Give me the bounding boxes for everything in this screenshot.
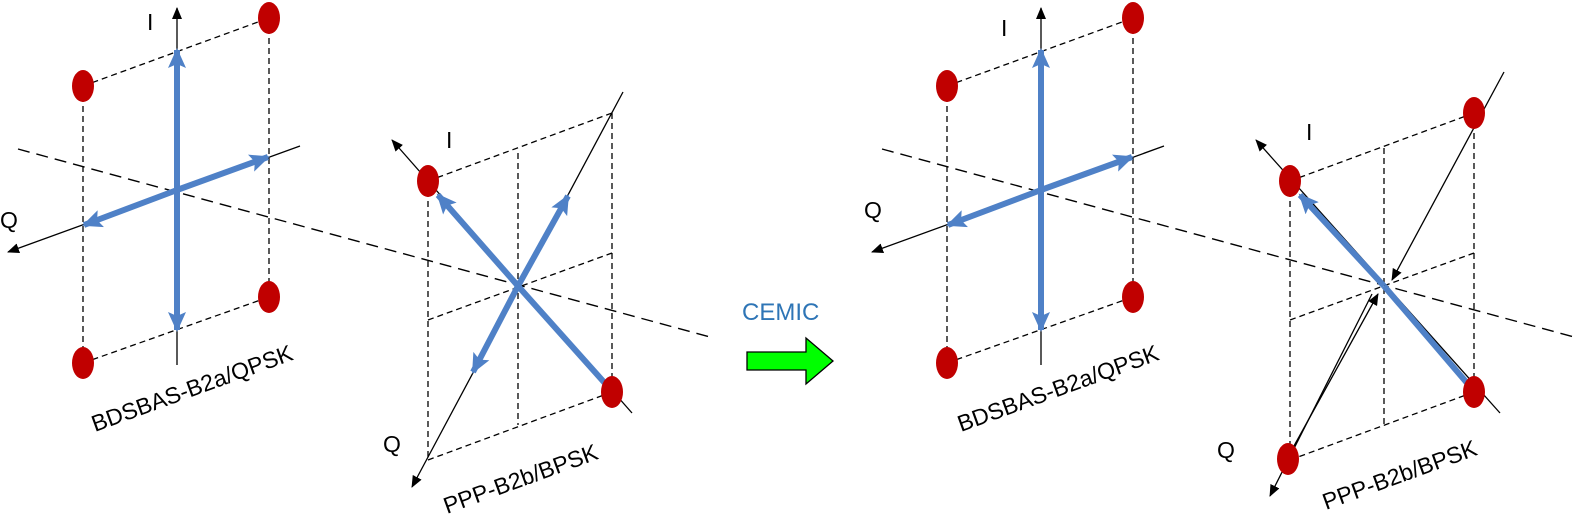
i-axis-label: I — [446, 127, 452, 153]
right-arrow-icon — [746, 336, 835, 386]
constellation-point — [258, 2, 280, 34]
constellation-point — [258, 281, 280, 313]
q-axis-label: Q — [0, 207, 18, 233]
q-axis-label: Q — [1217, 437, 1235, 463]
signal-vector — [470, 284, 521, 374]
q-axis-label: Q — [383, 431, 401, 457]
signal-vector — [82, 187, 179, 228]
constellation-point — [936, 347, 958, 379]
signal-vector — [435, 193, 521, 288]
constellation-point — [1122, 2, 1144, 34]
signal-vector — [515, 284, 614, 392]
constellation-point — [601, 376, 623, 408]
guide-line — [427, 391, 613, 461]
qpsk-constellation: I Q BDSBAS-B2a/QPSK — [864, 2, 1165, 437]
constellation-point — [417, 165, 439, 197]
guide-line — [427, 112, 613, 182]
signal-vector — [1381, 284, 1476, 392]
guide-line — [427, 252, 613, 321]
q-axis-inward — [1288, 293, 1379, 456]
guide-line — [1289, 391, 1475, 461]
cemic-label: CEMIC — [742, 299, 819, 326]
bpsk-constellation: I Q PPP-B2b/BPSK — [1217, 71, 1505, 515]
signal-vector — [946, 187, 1043, 228]
bpsk-caption: PPP-B2b/BPSK — [440, 439, 602, 519]
signal-vector — [1297, 192, 1387, 289]
i-axis-label: I — [147, 9, 153, 35]
constellation-point — [1277, 443, 1299, 475]
left-panel: I Q BDSBAS-B2a/QPSK I — [0, 2, 711, 519]
i-axis-label: I — [1306, 119, 1312, 145]
shared-dashed-axis — [17, 148, 711, 338]
q-axis-upper — [1391, 71, 1505, 281]
qpsk-caption: BDSBAS-B2a/QPSK — [88, 339, 297, 436]
guide-line — [1289, 252, 1475, 321]
transition: CEMIC — [742, 299, 835, 386]
i-axis-label: I — [1001, 15, 1007, 41]
guide-line — [82, 296, 270, 364]
constellation-point — [1463, 376, 1485, 408]
constellation-point — [72, 347, 94, 379]
constellation-point — [936, 70, 958, 102]
signal-vector — [515, 194, 571, 288]
guide-line — [1289, 112, 1475, 182]
constellation-point — [1463, 97, 1485, 129]
constellation-point — [1122, 281, 1144, 313]
q-axis-label: Q — [864, 197, 882, 223]
right-panel: I Q BDSBAS-B2a/QPSK — [864, 2, 1575, 515]
constellation-point — [1279, 165, 1301, 197]
guide-line — [946, 17, 1134, 87]
constellation-point — [72, 70, 94, 102]
guide-line — [82, 17, 270, 87]
signal-vector — [1039, 154, 1134, 193]
signal-vector — [175, 154, 270, 193]
bpsk-caption: PPP-B2b/BPSK — [1319, 435, 1481, 515]
qpsk-constellation: I Q BDSBAS-B2a/QPSK — [0, 2, 301, 437]
guide-line — [946, 296, 1134, 364]
shared-dashed-axis — [881, 148, 1575, 338]
qpsk-caption: BDSBAS-B2a/QPSK — [954, 339, 1163, 436]
